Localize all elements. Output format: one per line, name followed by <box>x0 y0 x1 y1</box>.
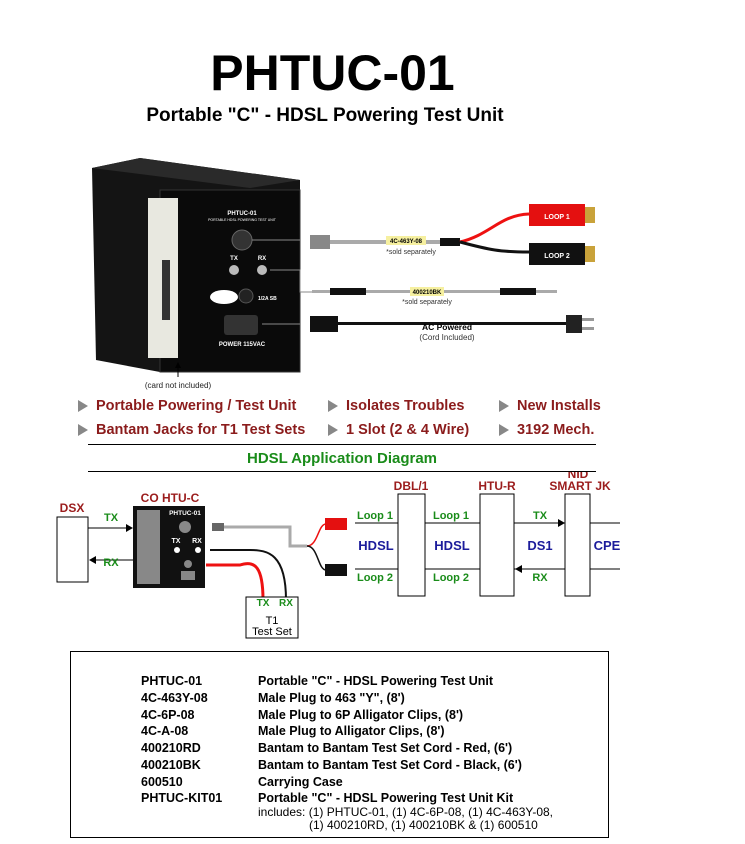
feature-label: 3192 Mech. <box>517 422 595 438</box>
part-number: 4C-463Y-08 <box>141 691 208 705</box>
part-number: PHTUC-01 <box>141 674 203 688</box>
feature-label: New Installs <box>517 398 601 414</box>
part-description: Male Plug to 463 "Y", (8') <box>258 691 405 705</box>
feature-label: 1 Slot (2 & 4 Wire) <box>346 422 470 438</box>
loop1-plug-label: LOOP 1 <box>544 214 570 221</box>
feature-item: Isolates Troubles <box>328 398 464 414</box>
loop1-label: Loop 1 <box>433 510 469 522</box>
part-number: 400210BK <box>141 758 201 772</box>
feature-item: 3192 Mech. <box>499 422 594 438</box>
page-title: PHTUC-01 <box>210 45 455 101</box>
htu-r-label: HTU-R <box>478 479 516 493</box>
co-htu-c-label: CO HTU-C <box>141 491 200 505</box>
smart-jk-label: SMART JK <box>549 479 611 493</box>
panel-title: PHTUC-01 <box>227 211 257 217</box>
feature-label: Portable Powering / Test Unit <box>96 398 297 414</box>
feature-label: Bantam Jacks for T1 Test Sets <box>96 422 306 438</box>
rx-label: RX <box>103 557 119 569</box>
divider <box>88 471 596 472</box>
bullet-triangle-icon <box>78 400 88 412</box>
product-photo: PHTUC-01 PORTABLE HDSL POWERING TEST UNI… <box>92 158 595 390</box>
part-number: 600510 <box>141 775 183 789</box>
bullet-triangle-icon <box>328 424 338 436</box>
device-image: PHTUC-01 PORTABLE HDSL POWERING TEST UNI… <box>92 158 301 373</box>
testset-name-label: Test Set <box>252 626 292 638</box>
hdsl-label: HDSL <box>434 538 469 553</box>
bullet-triangle-icon <box>328 400 338 412</box>
bullet-triangle-icon <box>78 424 88 436</box>
testset-tx-label: TX <box>257 598 270 609</box>
part-description: Bantam to Bantam Test Set Cord - Black, … <box>258 758 522 772</box>
page-subtitle: Portable "C" - HDSL Powering Test Unit <box>146 105 504 126</box>
cable-4c-463y-08: LOOP 1 LOOP 2 4C-463Y-08 *sold separatel… <box>310 204 595 265</box>
unit-rx-label: RX <box>192 538 202 545</box>
loop2-plug-label: LOOP 2 <box>544 253 570 260</box>
hdsl-label: HDSL <box>358 538 393 553</box>
ac-powered-label: AC Powered <box>422 322 472 332</box>
dsx-box <box>56 516 89 583</box>
part-number: 400210RD <box>141 741 201 755</box>
feature-item: Bantam Jacks for T1 Test Sets <box>78 422 305 438</box>
cable1-note: *sold separately <box>386 249 436 256</box>
ds1-label: DS1 <box>527 538 552 553</box>
unit-tx-label: TX <box>172 538 181 545</box>
panel-rx: RX <box>258 256 266 262</box>
testset-t1-label: T1 <box>266 615 279 627</box>
part-description: Male Plug to 6P Alligator Clips, (8') <box>258 708 464 722</box>
htu-r-box <box>479 493 515 597</box>
kit-includes: includes: (1) PHTUC-01, (1) 4C-6P-08, (1… <box>258 805 554 819</box>
bullet-triangle-icon <box>499 400 509 412</box>
part-number: 4C-A-08 <box>141 724 189 738</box>
diagram-title: HDSL Application Diagram <box>246 450 438 467</box>
loop2-label: Loop 2 <box>433 572 469 584</box>
cpe-label: CPE <box>594 538 621 553</box>
nid-label: NID <box>568 472 589 481</box>
loop2-label: Loop 2 <box>357 572 393 584</box>
part-number: PHTUC-KIT01 <box>141 791 223 805</box>
parts-list: PHTUC-01 Portable "C" - HDSL Powering Te… <box>70 651 609 838</box>
panel-tx: TX <box>230 256 238 262</box>
dbl1-label: DBL/1 <box>394 479 429 493</box>
cable1-label: 4C-463Y-08 <box>390 239 423 245</box>
feature-item: New Installs <box>499 398 601 414</box>
feature-label: Isolates Troubles <box>346 398 465 414</box>
cord-included-label: (Cord Included) <box>419 333 474 342</box>
dsx-label: DSX <box>60 501 85 515</box>
part-description: Bantam to Bantam Test Set Cord - Red, (6… <box>258 741 513 755</box>
part-description: Portable "C" - HDSL Powering Test Unit K… <box>258 791 514 805</box>
cable2-label: 400210BK <box>413 290 442 296</box>
t1-test-set-box <box>245 596 299 639</box>
rx-label: RX <box>532 572 548 584</box>
cable2-note: *sold separately <box>402 299 452 306</box>
tx-label: TX <box>104 512 119 524</box>
feature-item: Portable Powering / Test Unit <box>78 398 296 414</box>
part-description: Portable "C" - HDSL Powering Test Unit <box>258 674 494 688</box>
pointer-arrows <box>252 239 312 325</box>
tx-label: TX <box>533 510 548 522</box>
loop1-label: Loop 1 <box>357 510 393 522</box>
kit-includes: (1) 400210RD, (1) 400210BK & (1) 600510 <box>309 818 538 832</box>
application-diagram: DSX TX RX CO HTU-C PHTUC-01 TX RX TX R <box>56 472 621 639</box>
card-note: (card not included) <box>145 381 212 390</box>
ac-power-cord: AC Powered (Cord Included) <box>310 315 594 342</box>
testset-rx-label: RX <box>279 598 293 609</box>
nid-box <box>564 493 591 597</box>
part-description: Male Plug to Alligator Clips, (8') <box>258 724 445 738</box>
part-description: Carrying Case <box>258 775 343 789</box>
panel-power: POWER 115VAC <box>219 342 266 348</box>
panel-fuse: 1/2A SB <box>258 296 277 302</box>
divider <box>88 444 596 445</box>
feature-item: 1 Slot (2 & 4 Wire) <box>328 422 469 438</box>
part-number: 4C-6P-08 <box>141 708 195 722</box>
dbl1-box <box>397 493 426 597</box>
bullet-triangle-icon <box>499 424 509 436</box>
panel-subtitle: PORTABLE HDSL POWERING TEST UNIT <box>208 218 277 222</box>
cable-400210bk: 400210BK *sold separately <box>312 287 557 306</box>
unit-label: PHTUC-01 <box>169 510 201 517</box>
